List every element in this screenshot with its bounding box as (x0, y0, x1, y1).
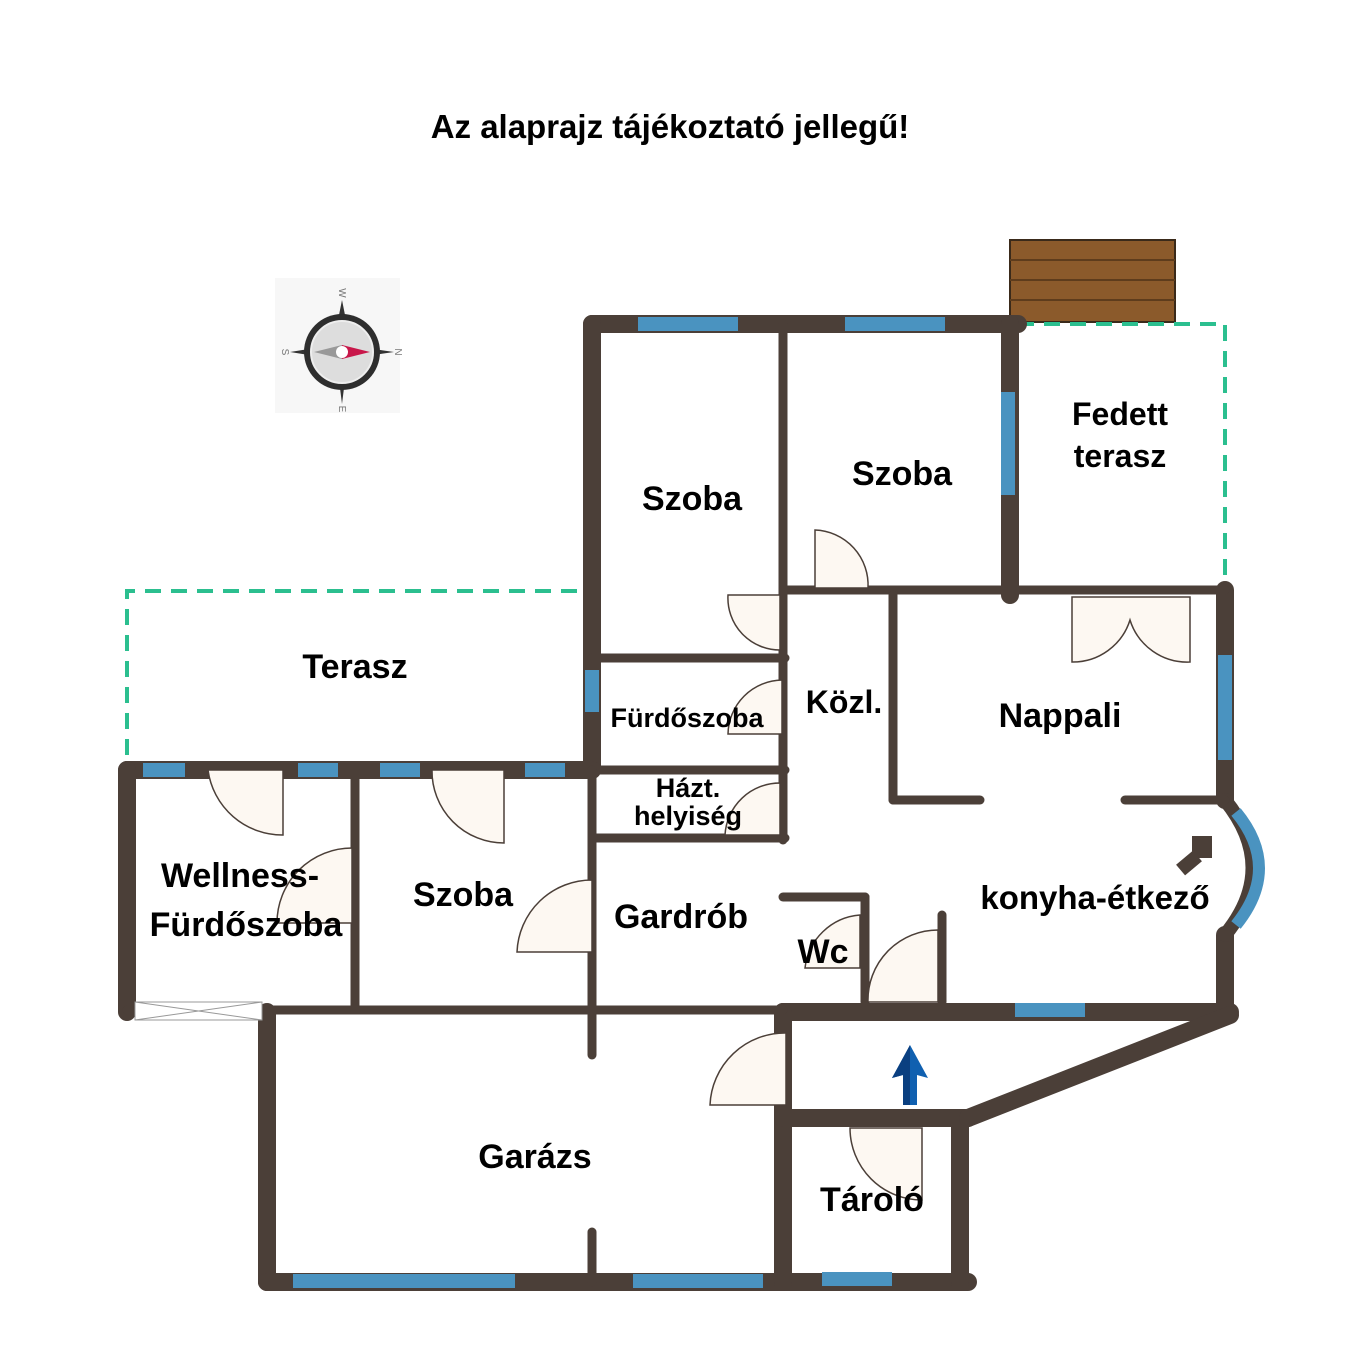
label-furdoszoba: Fürdőszoba (611, 703, 765, 733)
label-fedett-terasz-2: terasz (1074, 438, 1167, 474)
compass-n: N (392, 348, 403, 355)
label-szoba-2: Szoba (852, 455, 953, 493)
label-wellness-1: Wellness- (161, 857, 319, 895)
windows (143, 317, 1265, 1288)
label-hazt-2: helyiség (634, 801, 742, 831)
entrance-arrow-icon (892, 1045, 928, 1105)
terrace-outlines (125, 322, 1227, 755)
label-konyha-etkezo: konyha-étkező (980, 879, 1209, 916)
label-garazs: Garázs (478, 1138, 591, 1176)
label-wc: Wc (798, 933, 849, 971)
disclaimer-title: Az alaprajz tájékoztató jellegű! (431, 108, 910, 145)
chimney-icon (1176, 836, 1212, 876)
label-wellness-2: Fürdőszoba (150, 906, 344, 944)
label-tarolo: Tároló (820, 1181, 924, 1219)
doors (207, 529, 1191, 1201)
wooden-deck (1009, 239, 1176, 323)
label-szoba-1: Szoba (642, 480, 743, 518)
label-nappali: Nappali (999, 697, 1122, 735)
label-gardrob: Gardrób (614, 898, 748, 936)
label-terasz: Terasz (302, 648, 407, 686)
compass-e: E (336, 406, 347, 413)
label-kozl: Közl. (806, 684, 882, 720)
label-fedett-terasz-1: Fedett (1072, 396, 1168, 432)
label-hazt-1: Házt. (656, 773, 721, 803)
compass-icon: W E S N (275, 278, 403, 413)
compass-s: S (279, 349, 290, 356)
compass-w: W (336, 288, 347, 298)
label-szoba-3: Szoba (413, 876, 514, 914)
bathroom-glass-wall (134, 1001, 263, 1021)
room-labels: Szoba Szoba Fedett terasz Terasz Fürdősz… (150, 396, 1210, 1219)
